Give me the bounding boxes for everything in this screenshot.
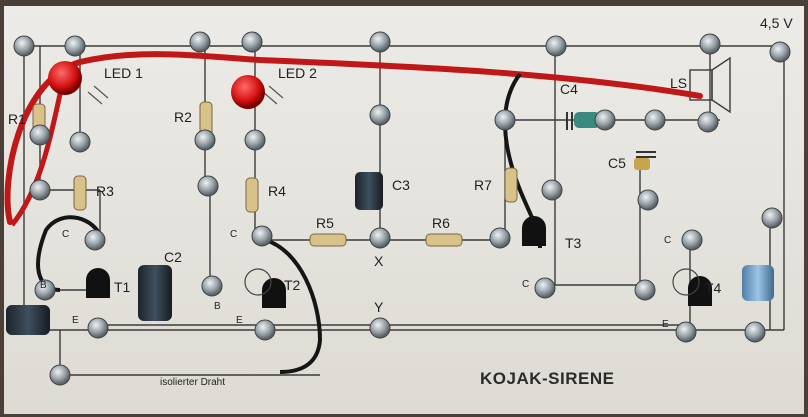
transistors [86, 216, 712, 308]
screw-terminals [13, 31, 791, 386]
label-t3: T3 [565, 235, 582, 251]
board-panel [4, 6, 804, 414]
label-c-pin-t4: C [664, 235, 672, 246]
label-t2: T2 [284, 277, 301, 293]
board-title: KOJAK-SIRENE [480, 369, 615, 388]
label-r6: R6 [432, 215, 450, 231]
label-c5: C5 [608, 155, 626, 171]
label-r7: R7 [474, 177, 492, 193]
label-led1: LED 1 [104, 65, 143, 81]
label-c-pin-t2: C [230, 229, 238, 240]
led-arrows [87, 85, 284, 105]
label-c2: C2 [164, 249, 182, 265]
resistors [32, 101, 518, 247]
label-e-pin-t2: E [236, 315, 243, 326]
label-r4: R4 [268, 183, 286, 199]
label-c3: C3 [392, 177, 410, 193]
label-c-pin-t1: C [62, 229, 70, 240]
label-supply: 4,5 V [760, 15, 793, 31]
label-r2: R2 [174, 109, 192, 125]
label-e-pin-t4: E [662, 319, 669, 330]
red-wire [4, 51, 703, 225]
label-insulated-wire: isolierter Draht [160, 377, 226, 388]
label-y: Y [374, 299, 384, 315]
label-t1: T1 [114, 279, 131, 295]
label-x: X [374, 253, 384, 269]
label-led2: LED 2 [278, 65, 317, 81]
label-c-pin-t3: C [522, 279, 530, 290]
label-b-pin-t2: B [214, 301, 221, 312]
capacitors [6, 112, 774, 335]
label-r5: R5 [316, 215, 334, 231]
leds [48, 61, 265, 109]
label-b-pin-t1: B [40, 280, 47, 291]
label-c4: C4 [560, 81, 578, 97]
label-t4: T4 [705, 280, 722, 296]
label-e-pin-t1: E [72, 315, 79, 326]
label-r1: R1 [8, 111, 26, 127]
label-ls: LS [670, 75, 688, 91]
black-wire-insulated [264, 238, 323, 374]
label-r3: R3 [96, 183, 114, 199]
